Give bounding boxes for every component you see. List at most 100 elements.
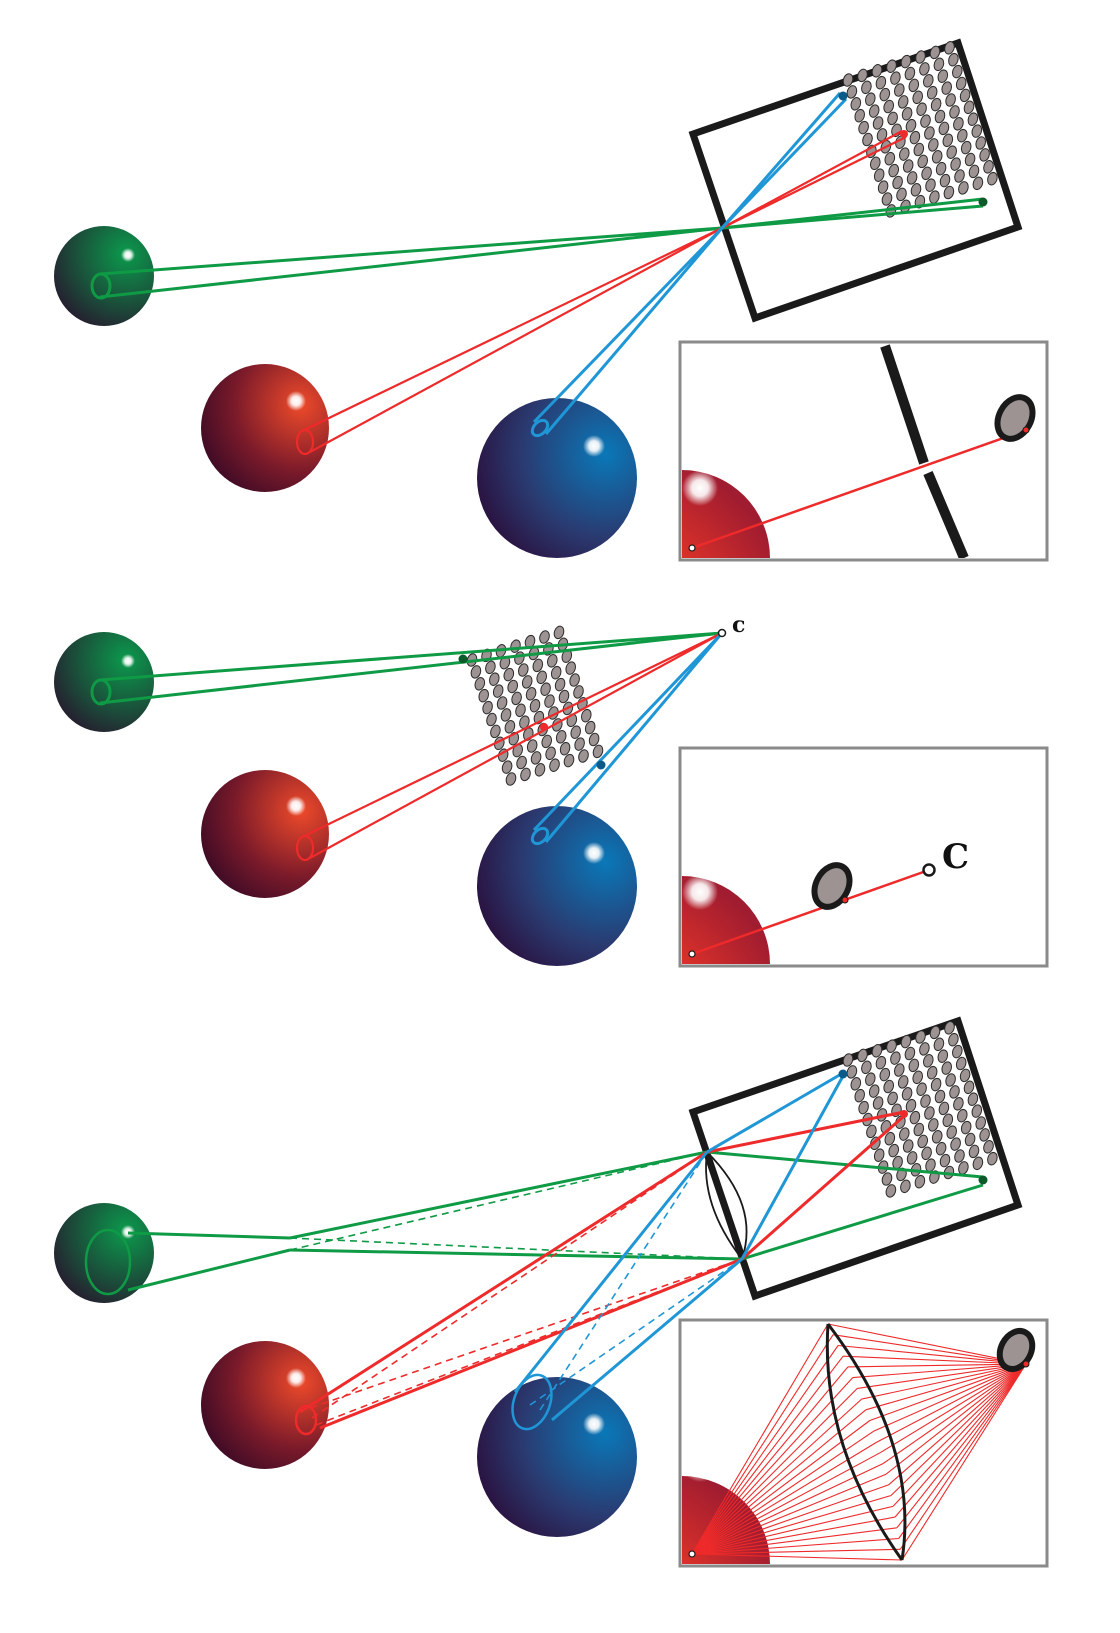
inset-ray — [852, 1363, 1027, 1379]
sensor-pixel — [906, 171, 918, 185]
sensor-pixel — [842, 73, 854, 87]
inset-ray — [691, 1355, 844, 1555]
sensor-pixel — [945, 1073, 956, 1087]
sensor-pixel — [924, 1106, 935, 1120]
sensor-pixel — [511, 691, 522, 706]
sensor-pixel — [507, 679, 519, 694]
sensor-pixel — [887, 111, 898, 126]
sensor-pixel — [975, 1116, 987, 1130]
red-ray-cone — [294, 1110, 905, 1436]
inset-ray — [827, 1323, 1027, 1365]
sensor-pixel — [857, 1048, 868, 1063]
sensor-pixel — [574, 737, 585, 751]
sensor-pixel — [868, 104, 880, 118]
pixel-grid — [466, 625, 604, 786]
sensor-pixel — [904, 1046, 916, 1061]
sensor-pixel — [544, 694, 555, 708]
inset-center-label: C — [942, 837, 969, 877]
sensor-pixel — [515, 703, 526, 718]
sensor-pixel — [886, 1039, 897, 1053]
sensor-pixel — [931, 1130, 943, 1144]
sensor-pixel — [521, 675, 533, 689]
sensor-pixel — [532, 658, 544, 673]
sensor-pixel — [946, 1125, 958, 1139]
sensor-pixel — [909, 1110, 921, 1125]
lens — [705, 1151, 748, 1260]
sensor-pixel — [937, 69, 949, 83]
sensor-pixel — [935, 1141, 947, 1156]
sensor-pixel — [971, 1104, 983, 1118]
sensor-pixel — [933, 1037, 945, 1052]
sensor-pixel — [864, 92, 876, 106]
sensor-pixel — [474, 677, 486, 691]
inset-ray — [691, 1409, 867, 1555]
sensor-pixel — [516, 755, 527, 770]
sensor-pixel — [857, 68, 868, 83]
inset-ray — [898, 1363, 1027, 1539]
sensor-pixel — [949, 105, 960, 119]
inset-ray — [882, 1363, 1027, 1464]
sensor-pixel — [901, 107, 913, 121]
inset-center-point — [922, 863, 936, 877]
sensor-pixel — [550, 665, 562, 680]
inset-pinhole-wall-upper — [880, 344, 929, 465]
red-sphere-highlight — [286, 796, 306, 816]
inset-pixel — [996, 1327, 1036, 1373]
sensor-pixel — [987, 1151, 998, 1166]
sensor-pixel — [939, 173, 951, 188]
inset-ray — [691, 1484, 889, 1555]
inset-ray — [838, 1344, 1027, 1365]
sensor-pixel — [873, 168, 885, 182]
inset-ray — [885, 1363, 1027, 1475]
sensor-pixel — [503, 667, 515, 682]
sensor-pixel — [893, 1063, 905, 1077]
inset-ray — [691, 1388, 858, 1555]
sensor-pixel — [968, 164, 980, 179]
sensor-pixel — [951, 1044, 963, 1059]
sensor-pixel — [948, 1032, 959, 1047]
inset-ray — [691, 1366, 849, 1555]
inset-ray — [691, 1463, 884, 1555]
inset-ray — [691, 1441, 878, 1555]
sensor-pixel — [881, 192, 893, 206]
sensor-pixel — [972, 176, 984, 191]
inset-1 — [678, 340, 1049, 562]
blue-sphere-highlight — [583, 1413, 605, 1435]
inset-ray — [691, 1420, 871, 1555]
sensor-pixel — [906, 1151, 918, 1165]
sensor-pixel — [914, 1174, 926, 1189]
inset-ray — [892, 1363, 1027, 1507]
sensor-pixel — [861, 80, 872, 95]
sensor-pixel — [505, 772, 517, 786]
inset-ray — [899, 1363, 1027, 1550]
sensor-pixel — [912, 1070, 924, 1085]
sensor-pixel — [885, 1184, 897, 1198]
sensor-pixel — [534, 763, 546, 777]
sensor-pixel — [549, 758, 560, 772]
sensor-pixel — [854, 1088, 866, 1103]
inset-ray — [896, 1363, 1027, 1529]
sensor-pixel — [578, 749, 589, 763]
red-pixel-hit — [540, 723, 548, 731]
sensor-pixel — [983, 1140, 994, 1154]
sensor-pixel — [954, 1149, 965, 1163]
sensor-pixel — [930, 97, 942, 112]
sensor-pixel — [573, 685, 584, 699]
inset-surface-point — [688, 544, 696, 552]
green-ray-cone — [84, 1150, 984, 1296]
blue-sphere — [477, 1377, 637, 1537]
sensor-pixel — [529, 698, 541, 713]
green-pixel-hit — [978, 1175, 988, 1185]
sensor-pixel — [913, 1122, 925, 1137]
green-sphere-highlight — [121, 248, 135, 262]
sensor-pixel — [937, 1049, 949, 1063]
sensor-pixel — [584, 720, 596, 735]
sensor-pixel — [884, 1131, 896, 1146]
sensor-pixel — [545, 746, 556, 761]
sensor-pixel — [983, 160, 994, 174]
sensor-pixel — [470, 665, 482, 679]
sensor-pixel — [955, 76, 967, 91]
red-ray-cone — [295, 130, 907, 456]
inset-ray — [873, 1363, 1027, 1432]
